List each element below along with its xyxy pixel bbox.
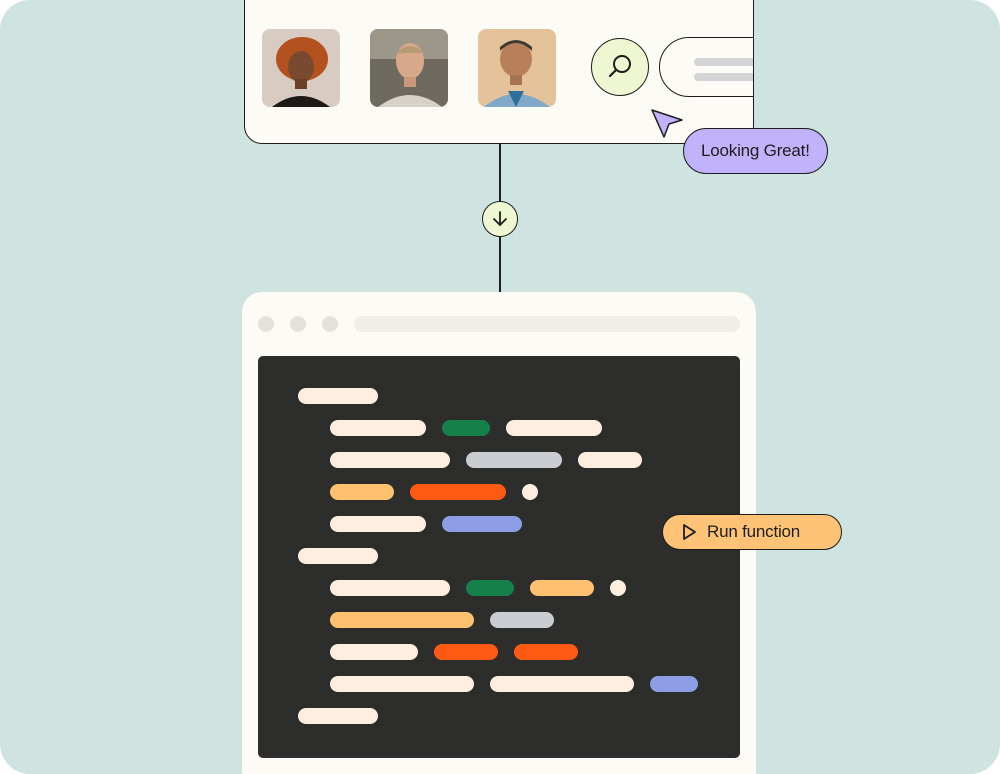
tooltip-text: Looking Great! xyxy=(701,141,810,160)
search-input[interactable] xyxy=(659,37,753,97)
placeholder-line xyxy=(694,58,753,66)
code-token xyxy=(466,580,514,596)
code-token xyxy=(650,676,698,692)
code-token xyxy=(522,484,538,500)
arrow-down-icon xyxy=(493,211,507,226)
avatar[interactable] xyxy=(262,29,340,107)
connector-line xyxy=(499,236,501,292)
code-token xyxy=(490,676,634,692)
code-token xyxy=(466,452,562,468)
code-token xyxy=(330,580,450,596)
code-token xyxy=(410,484,506,500)
placeholder-line xyxy=(694,73,753,81)
profile-search-card xyxy=(244,0,754,144)
code-token xyxy=(578,452,642,468)
avatar[interactable] xyxy=(478,29,556,107)
arrow-down-button[interactable] xyxy=(482,201,518,237)
code-token xyxy=(442,516,522,532)
connector-line xyxy=(499,144,501,202)
code-token xyxy=(530,580,594,596)
code-token xyxy=(514,644,578,660)
run-function-button[interactable]: Run function xyxy=(662,514,842,550)
play-icon xyxy=(683,524,696,540)
code-token xyxy=(330,676,474,692)
address-bar xyxy=(354,316,740,332)
search-icon xyxy=(608,55,631,78)
code-token xyxy=(330,484,394,500)
window-dot xyxy=(322,316,338,332)
code-token xyxy=(434,644,498,660)
code-token xyxy=(442,420,490,436)
run-function-label: Run function xyxy=(707,522,801,541)
code-token xyxy=(330,644,418,660)
code-panel xyxy=(258,356,740,758)
tooltip: Looking Great! xyxy=(683,128,828,174)
avatar[interactable] xyxy=(370,29,448,107)
code-token xyxy=(490,612,554,628)
code-token xyxy=(330,612,474,628)
code-token xyxy=(506,420,602,436)
search-button[interactable] xyxy=(591,38,649,96)
window-dot xyxy=(290,316,306,332)
code-token xyxy=(610,580,626,596)
code-token xyxy=(298,708,378,724)
window-dot xyxy=(258,316,274,332)
code-token xyxy=(330,516,426,532)
code-token xyxy=(330,452,450,468)
code-token xyxy=(298,548,378,564)
cursor-icon xyxy=(651,109,683,138)
code-token xyxy=(298,388,378,404)
code-token xyxy=(330,420,426,436)
